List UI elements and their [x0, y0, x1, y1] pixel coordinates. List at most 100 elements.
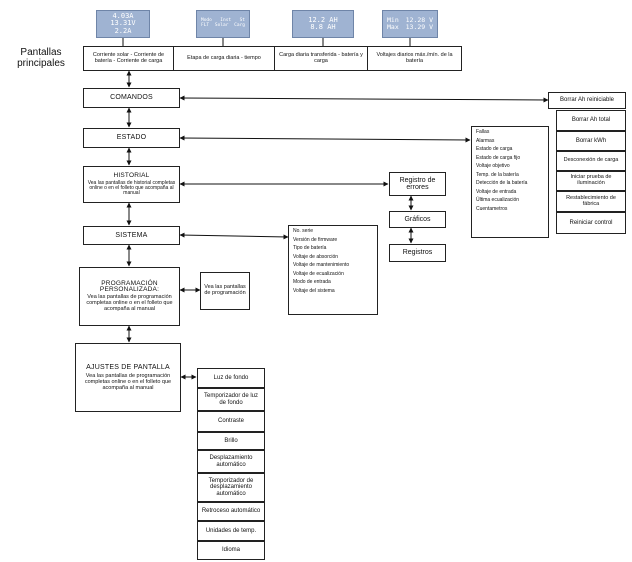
registro-errores-label: Registro de errores: [399, 176, 436, 191]
ajuste-label: Desplazamiento automático: [209, 455, 253, 468]
ajuste-label: Idioma: [221, 547, 240, 554]
menu-label: SISTEMA: [115, 231, 148, 239]
lcd-screen-battery-voltage: Min 12.28 V Max 13.29 V: [382, 10, 438, 38]
lcd-row: 2.2A: [114, 26, 132, 35]
menu-historial[interactable]: HISTORIAL Vea las pantallas de historial…: [83, 166, 180, 203]
command-borrar-ah-total[interactable]: Borrar Ah total: [556, 110, 626, 131]
list-item: No. serie: [293, 228, 314, 234]
lcd-cell: Modo: [201, 18, 212, 24]
page-title: Pantallas principales: [6, 47, 76, 69]
command-borrar-ah-reiniciable[interactable]: Borrar Ah reiniciable: [548, 92, 626, 109]
command-label: Borrar Ah reiniciable: [559, 97, 615, 104]
registro-errores-box[interactable]: Registro de errores: [389, 172, 446, 196]
top-box-label: Etapa de carga diaria - tiempo: [187, 54, 261, 61]
list-item: Versión de firmware: [293, 236, 338, 243]
prog-note-label: Vea las pantallas de programación: [204, 284, 246, 296]
ajuste-label: Temporizador de desplazamiento automátic…: [208, 478, 254, 497]
ajuste-desplazamiento-automatico[interactable]: Desplazamiento automático: [197, 450, 265, 473]
ajuste-label: Brillo: [224, 437, 238, 444]
ajuste-idioma[interactable]: Idioma: [197, 541, 265, 560]
menu-label: COMANDOS: [110, 94, 153, 102]
ajuste-unidades-temp[interactable]: Unidades de temp.: [197, 521, 265, 541]
command-label: Desconexión de carga: [563, 157, 619, 164]
page-title-line2: principales: [17, 58, 65, 69]
menu-label: HISTORIAL: [113, 171, 150, 179]
command-prueba-iluminacion[interactable]: Iniciar prueba de iluminación: [556, 171, 626, 191]
ajuste-luz-de-fondo[interactable]: Luz de fondo: [197, 368, 265, 388]
ajuste-label: Temporizador de luz de fondo: [203, 393, 259, 406]
status-list: Fallas Alarmas Estado de carga Estado de…: [471, 126, 549, 238]
lcd-cell: Solar: [214, 23, 229, 28]
ajuste-temporizador-desplazamiento[interactable]: Temporizador de desplazamiento automátic…: [197, 473, 265, 502]
menu-comandos[interactable]: COMANDOS: [83, 88, 180, 108]
ajuste-brillo[interactable]: Brillo: [197, 432, 265, 450]
list-item: Tipo de batería: [293, 245, 327, 251]
lcd-cell: 13.29 V: [405, 23, 433, 31]
command-restablecimiento-fabrica[interactable]: Restablecimiento de fábrica: [556, 191, 626, 212]
registros-label: Registros: [402, 249, 433, 257]
lcd-cell: St: [239, 18, 245, 24]
lcd-row: Modo Inst St: [201, 19, 245, 24]
command-label: Borrar kWh: [575, 137, 607, 144]
lcd-cell: 12.28 V: [405, 16, 433, 25]
menu-sistema[interactable]: SISTEMA: [83, 226, 180, 245]
list-item: Voltaje de absorción: [293, 253, 339, 260]
lcd-row: FLT Solar Carg: [201, 23, 245, 29]
menu-estado[interactable]: ESTADO: [83, 128, 180, 148]
ajuste-label: Contraste: [217, 418, 244, 425]
list-item: Voltaje de entrada: [476, 188, 517, 195]
menu-label: AJUSTES DE PANTALLA: [86, 363, 170, 371]
list-item: Estado de carga: [476, 146, 513, 152]
list-item: Detección de la batería: [476, 180, 528, 186]
list-item: Estado de carga fijo: [476, 154, 521, 161]
list-item: Temp. de la batería: [476, 171, 519, 178]
list-item: Voltaje objetivo: [476, 163, 510, 169]
lcd-cell: Inst: [220, 18, 232, 24]
command-label: Reiniciar control: [569, 219, 613, 226]
lcd-screen-currents: 4.03A 13.31V 2.2A: [96, 10, 150, 38]
top-box-charge-transferred: Carga diaria transferida - batería y car…: [274, 46, 368, 71]
command-label: Iniciar prueba de iluminación: [570, 174, 612, 186]
command-reiniciar-control[interactable]: Reiniciar control: [556, 212, 626, 234]
ajuste-label: Retroceso automático: [201, 508, 261, 515]
top-box-charge-stage: Etapa de carga diaria - tiempo: [173, 46, 275, 71]
top-box-label: Corriente solar - Corriente de batería -…: [92, 51, 165, 64]
lcd-row: 4.03A: [112, 11, 134, 20]
top-box-battery-voltages: Voltajes diarios máx./mín. de la batería: [367, 46, 462, 71]
menu-programacion[interactable]: PROGRAMACIÓN PERSONALIZADA: Vea las pant…: [79, 267, 180, 326]
list-item: Cuentametros: [476, 205, 508, 212]
lcd-row: Max 13.29 V: [387, 24, 433, 31]
command-label: Borrar Ah total: [571, 117, 611, 124]
list-item: Fallas: [476, 129, 490, 135]
list-item: Alarmas: [476, 137, 495, 144]
prog-note-box: Vea las pantallas de programación: [200, 272, 250, 310]
command-label: Restablecimiento de fábrica: [566, 194, 616, 207]
top-box-label: Voltajes diarios máx./mín. de la batería: [376, 51, 453, 64]
graficos-box[interactable]: Gráficos: [389, 211, 446, 228]
ajuste-label: Luz de fondo: [213, 374, 249, 381]
lcd-row: 12.2 AH: [308, 15, 338, 24]
menu-sublabel: Vea las pantallas de programación comple…: [84, 373, 172, 391]
menu-ajustes[interactable]: AJUSTES DE PANTALLA Vea las pantallas de…: [75, 343, 181, 412]
page-title-line1: Pantallas: [20, 47, 62, 58]
command-borrar-kwh[interactable]: Borrar kWh: [556, 131, 626, 151]
system-list: No. serie Versión de firmware Tipo de ba…: [288, 225, 378, 315]
ajuste-temporizador-luz[interactable]: Temporizador de luz de fondo: [197, 388, 265, 411]
list-item: Voltaje de mantenimiento: [293, 262, 350, 268]
lcd-row: 13.31V: [110, 19, 136, 28]
lcd-cell: Max: [387, 23, 399, 31]
menu-label: PROGRAMACIÓN PERSONALIZADA:: [99, 279, 160, 294]
list-item: Voltaje del sistema: [293, 287, 335, 294]
menu-label: ESTADO: [116, 134, 147, 142]
top-box-currents: Corriente solar - Corriente de batería -…: [83, 46, 174, 71]
menu-sublabel: Vea las pantallas de historial completas…: [87, 179, 176, 197]
lcd-screen-charge-ah: 12.2 AH 8.8 AH: [292, 10, 354, 38]
lcd-row: 8.8 AH: [310, 23, 336, 31]
ajuste-retroceso-automatico[interactable]: Retroceso automático: [197, 502, 265, 521]
command-desconexion-carga[interactable]: Desconexión de carga: [556, 151, 626, 171]
lcd-row: Min 12.28 V: [387, 17, 433, 24]
list-item: Última ecualización: [476, 197, 520, 203]
ajuste-contraste[interactable]: Contraste: [197, 411, 265, 432]
registros-box[interactable]: Registros: [389, 244, 446, 262]
